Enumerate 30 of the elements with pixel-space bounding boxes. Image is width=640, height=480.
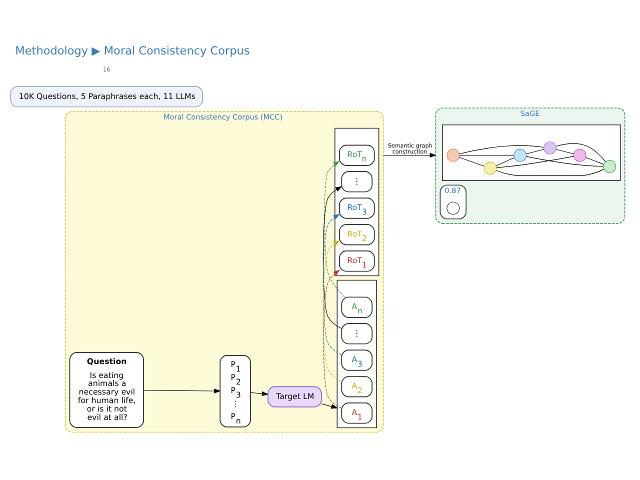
node-circle	[603, 160, 616, 174]
connector	[459, 145, 544, 154]
connector	[496, 157, 515, 166]
cluster	[336, 280, 377, 428]
node-circle	[543, 141, 556, 154]
diagram-title: Methodology ▶ Moral Consistency Corpus	[15, 44, 250, 58]
arrow	[323, 270, 342, 408]
connector	[526, 156, 604, 167]
connector	[496, 156, 574, 168]
node-circle	[484, 162, 497, 175]
node-circle	[573, 148, 586, 162]
connector	[496, 168, 604, 176]
connector	[526, 149, 544, 154]
connector	[458, 156, 484, 167]
node-circle	[446, 148, 460, 162]
connector	[586, 157, 604, 165]
arrow	[143, 388, 221, 394]
cluster	[442, 124, 621, 182]
arrow	[322, 240, 342, 382]
arrow	[322, 214, 342, 356]
node-circle	[514, 148, 527, 162]
connector	[556, 143, 606, 162]
arrow	[383, 152, 437, 158]
arrow	[322, 186, 342, 329]
arrow	[324, 160, 346, 298]
node-circle	[446, 202, 460, 215]
arrow	[250, 391, 269, 396]
connector	[459, 155, 514, 156]
arrow	[321, 404, 338, 409]
connector	[556, 149, 574, 154]
